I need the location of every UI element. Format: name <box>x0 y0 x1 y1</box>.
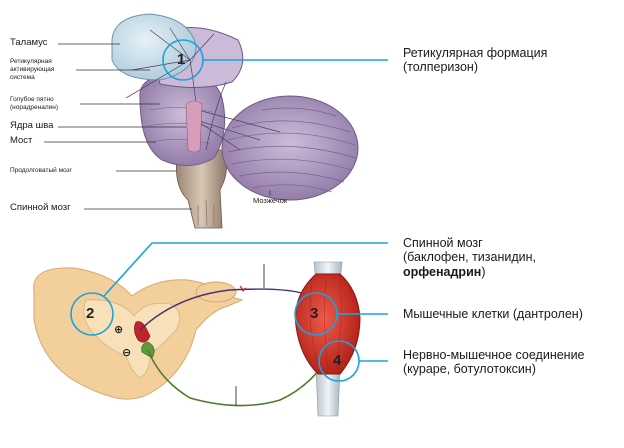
site-3-label: Мышечные клетки (дантролен) <box>403 307 583 321</box>
ras-line-1: Ретикулярная <box>10 58 54 66</box>
site-1-drugs: (толперизон) <box>403 60 547 74</box>
site-number-1: 1 <box>177 51 185 68</box>
site-4-label: Нервно-мышечное соединение (кураре, боту… <box>403 348 585 377</box>
site-4-drugs: (кураре, ботулотоксин) <box>403 362 585 376</box>
inhibition-sign: ⊖ <box>122 346 131 359</box>
brain-illustration <box>112 14 358 228</box>
label-thalamus: Таламус <box>10 38 48 49</box>
cerebellum <box>222 96 358 200</box>
label-cerebellum: Мозжечок <box>253 196 287 205</box>
marker-ticks <box>236 264 264 406</box>
ras-line-2: активирующая <box>10 66 54 74</box>
label-locus-coeruleus: Голубое пятно (норадреналин) <box>10 96 58 112</box>
site-2-label: Спинной мозг (баклофен, тизанидин, орфен… <box>403 236 536 279</box>
locus-line-1: Голубое пятно <box>10 96 58 104</box>
site-4-title: Нервно-мышечное соединение <box>403 348 585 362</box>
muscle-illustration <box>295 262 360 416</box>
excitation-sign: ⊕ <box>114 323 123 336</box>
site-1-label: Ретикулярная формация (толперизон) <box>403 46 547 75</box>
label-spinal-cord: Спинной мозг <box>10 203 71 214</box>
site-2-drugs-line3: орфенадрин) <box>403 265 536 279</box>
spinal-cord-section <box>34 268 242 399</box>
label-raphe-nuclei: Ядра шва <box>10 121 53 132</box>
site-1-title: Ретикулярная формация <box>403 46 547 60</box>
label-reticular-activating-system: Ретикулярная активирующая система <box>10 58 54 81</box>
site-2-paren: ) <box>481 265 485 279</box>
tendon-bottom <box>316 368 340 416</box>
site-2-title: Спинной мозг <box>403 236 536 250</box>
locus-line-2: (норадреналин) <box>10 104 58 112</box>
site-2-drugs: (баклофен, тизанидин, <box>403 250 536 264</box>
site-number-2: 2 <box>86 305 94 322</box>
site-number-3: 3 <box>310 305 318 322</box>
site-number-4: 4 <box>333 352 341 369</box>
label-medulla: Продолговатый мозг <box>10 167 72 175</box>
site-2-bold-drug: орфенадрин <box>403 265 481 279</box>
label-pons: Мост <box>10 136 32 147</box>
muscle-belly <box>295 274 360 374</box>
ras-line-3: система <box>10 74 54 82</box>
